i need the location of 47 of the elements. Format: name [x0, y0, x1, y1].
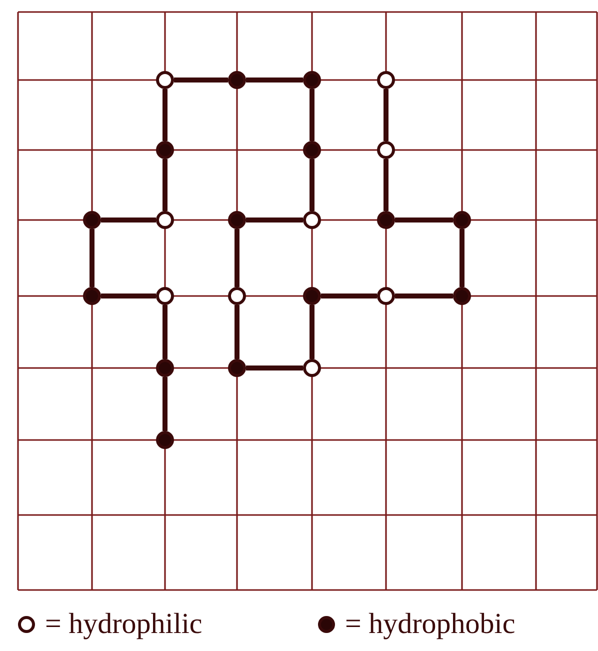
chain-bond [101, 218, 156, 222]
legend-label: = hydrophobic [345, 608, 516, 641]
hydrophobic-residue [83, 211, 101, 229]
hydrophilic-residue [156, 287, 174, 305]
hydrophilic-residue [303, 359, 321, 377]
chain-bond [246, 78, 303, 82]
hydrophobic-residue [156, 431, 174, 449]
hydrophobic-residue [453, 211, 471, 229]
chain-bond [162, 377, 168, 431]
hydrophobic-residue [303, 71, 321, 89]
chain-bond [395, 218, 453, 222]
hydrophobic-residue [228, 211, 246, 229]
hydrophilic-residue [377, 141, 395, 159]
chain-bond [162, 305, 168, 359]
hydrophobic-residue [303, 287, 321, 305]
chain-bond [174, 78, 228, 82]
hydrophilic-residue [156, 71, 174, 89]
hydrophilic-residue [156, 211, 174, 229]
hydrophobic-residue [228, 359, 246, 377]
hydrophilic-residue [228, 287, 246, 305]
hydrophobic-residue [453, 287, 471, 305]
chain-bond [246, 366, 303, 370]
chain-bond [246, 218, 303, 222]
chain-bond [101, 294, 156, 298]
hydrophobic-residue [156, 141, 174, 159]
hydrophilic-residue [377, 71, 395, 89]
chain-bond [162, 89, 168, 141]
chain-bond [310, 159, 314, 211]
hydrophobic-residue [377, 211, 395, 229]
chain-bond [460, 229, 464, 287]
chain-bond [395, 294, 453, 298]
hydrophobic-residue [83, 287, 101, 305]
hydrophobic-residue [303, 141, 321, 159]
chain-bond [310, 89, 314, 141]
chain-bond [234, 305, 240, 359]
hydrophilic-residue [303, 211, 321, 229]
chain-bond [321, 294, 377, 298]
hydrophobic-residue [156, 359, 174, 377]
chain-bond [384, 159, 388, 211]
legend-label: = hydrophilic [45, 608, 202, 641]
chain-bond [310, 305, 314, 359]
chain-bond [90, 229, 94, 287]
chain-bond [234, 229, 240, 287]
chain-bond [162, 159, 168, 211]
hydrophobic-residue [228, 71, 246, 89]
hydrophilic-residue [377, 287, 395, 305]
chain-bond [384, 89, 388, 141]
